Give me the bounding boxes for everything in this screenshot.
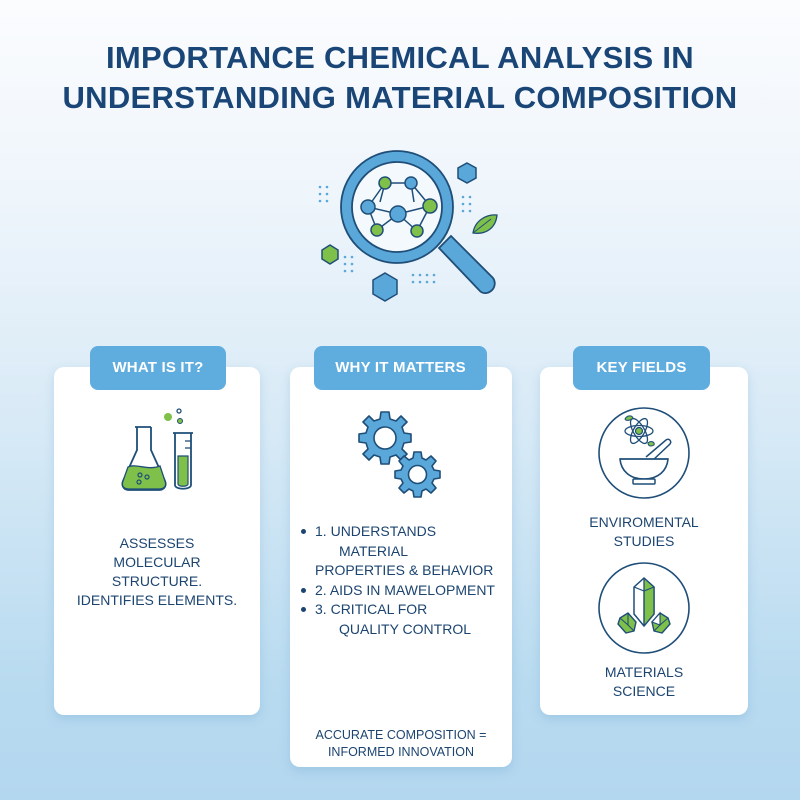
card-what-is-it: [54, 367, 260, 715]
description-line: ASSESSES: [119, 535, 195, 551]
bullet-icon: [301, 607, 306, 612]
bullet-icon: [301, 587, 306, 593]
description-line: IDENTIFIES ELEMENTS.: [76, 592, 238, 608]
hexagon-icon: [372, 272, 398, 302]
item-text: PROPERTIES & BEHAVIOR: [315, 562, 494, 578]
crystals-icon: [598, 562, 690, 654]
list-item: 2. AIDS IN MAWELOPMENT: [298, 581, 508, 601]
leaf-icon: [472, 214, 498, 234]
tab-key-fields: KEY FIELDS: [573, 346, 710, 390]
item-text: MATERIAL: [339, 542, 408, 559]
atom-mortar-pestle-icon: [598, 407, 690, 499]
field-label-line: MATERIALS: [604, 664, 684, 680]
item-number: 1.: [315, 523, 327, 539]
page-title: IMPORTANCE CHEMICAL ANALYSIS IN UNDERSTA…: [0, 38, 800, 118]
description-line: MOLECULAR: [113, 554, 201, 570]
item-number: 3.: [315, 601, 327, 617]
field-label-line: STUDIES: [613, 533, 675, 549]
footer-line: INFORMED INNOVATION: [327, 745, 475, 759]
title-line-2: UNDERSTANDING MATERIAL COMPOSITION: [62, 80, 738, 115]
list-item: 1. UNDERSTANDS MATERIAL PROPERTIES & BEH…: [298, 522, 508, 581]
flask-test-tube-icon: [121, 408, 193, 491]
gears-icon: [358, 411, 441, 498]
tab-what-is-it: WHAT IS IT?: [90, 346, 226, 390]
item-text: QUALITY CONTROL: [339, 620, 471, 637]
field-materials-science: MATERIALS SCIENCE: [540, 663, 748, 701]
what-is-it-description: ASSESSES MOLECULAR STRUCTURE. IDENTIFIES…: [54, 534, 260, 610]
hexagon-icon: [457, 162, 477, 184]
field-label-line: ENVIROMENTAL: [589, 514, 699, 530]
item-number: 2.: [315, 581, 327, 598]
why-it-matters-list: 1. UNDERSTANDS MATERIAL PROPERTIES & BEH…: [298, 522, 508, 639]
field-label-line: SCIENCE: [612, 683, 676, 699]
footer-line: ACCURATE COMPOSITION =: [315, 728, 487, 742]
list-item: 3. CRITICAL FOR QUALITY CONTROL: [298, 600, 508, 639]
hexagon-icon: [321, 244, 339, 265]
field-environmental-studies: ENVIROMENTAL STUDIES: [540, 513, 748, 551]
item-text: UNDERSTANDS: [330, 523, 437, 539]
item-text: AIDS IN MAWELOPMENT: [329, 581, 495, 598]
item-text: CRITICAL FOR: [330, 601, 428, 617]
magnifying-glass-molecule-icon: [318, 150, 498, 302]
title-line-1: IMPORTANCE CHEMICAL ANALYSIS IN: [105, 40, 694, 75]
why-it-matters-footer: ACCURATE COMPOSITION = INFORMED INNOVATI…: [290, 727, 512, 761]
hero-illustration: [305, 145, 500, 310]
description-line: STRUCTURE.: [111, 573, 203, 589]
bullet-icon: [301, 529, 306, 534]
tab-why-it-matters: WHY IT MATTERS: [314, 346, 487, 390]
dot-grid-icon: [318, 185, 472, 284]
